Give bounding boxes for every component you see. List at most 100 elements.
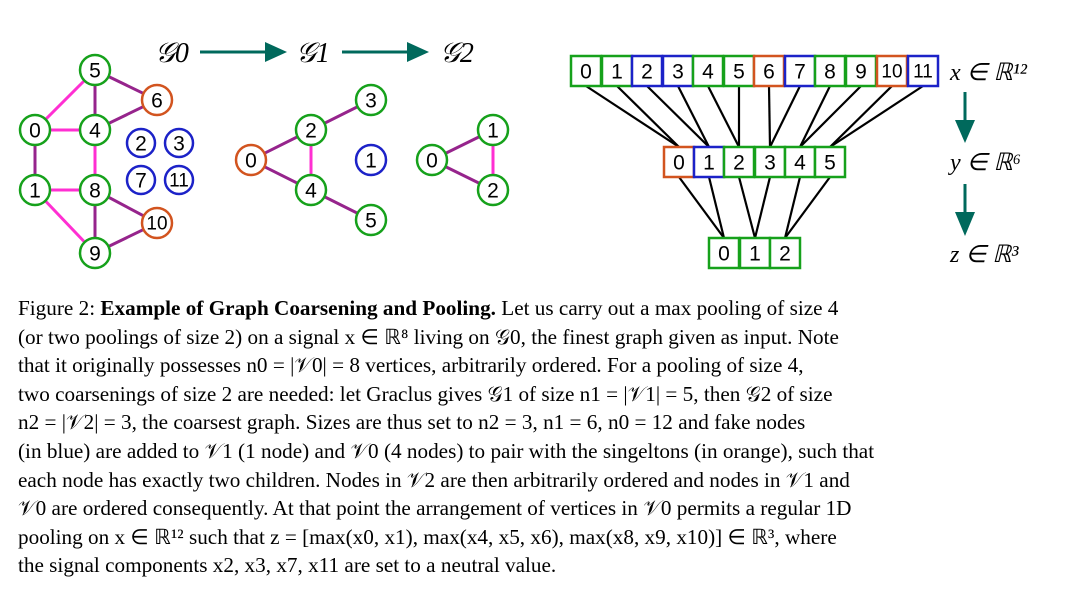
x-cell-8: 8 xyxy=(813,54,847,88)
x-cell-label: 0 xyxy=(580,61,592,84)
y-vector: 0 1 2 3 4 5 xyxy=(662,145,847,179)
g0-node-5: 5 xyxy=(78,53,112,87)
z-cell-label: 0 xyxy=(718,243,730,266)
x-cell-7: 7 xyxy=(783,54,817,88)
y-cell-label: 1 xyxy=(703,152,715,175)
g1-node-label: 5 xyxy=(365,210,377,233)
z-cell-label: 1 xyxy=(749,243,761,266)
figure-graph-coarsening: 5 6 0 4 2 3 7 11 1 8 10 9 𝒢0 𝒢1 𝒢2 3 2 0… xyxy=(18,38,1028,270)
g1-node-5: 5 xyxy=(354,203,388,237)
g1-label: 𝒢1 xyxy=(296,38,330,69)
y-cell-label: 5 xyxy=(824,152,836,175)
x-cell-label: 7 xyxy=(794,61,806,84)
x-cell-label: 11 xyxy=(913,62,933,83)
g0-node-label: 10 xyxy=(146,214,167,235)
x-cell-label: 3 xyxy=(672,61,684,84)
y-cell-label: 3 xyxy=(764,152,776,175)
g0-node-10: 10 xyxy=(140,206,174,240)
g0-node-8: 8 xyxy=(78,173,112,207)
g0-node-label: 0 xyxy=(29,120,41,143)
y-cell-3: 3 xyxy=(753,145,787,179)
x-cell-4: 4 xyxy=(691,54,725,88)
coarsening-arrow-1 xyxy=(200,42,287,62)
g2-node-label: 1 xyxy=(487,120,499,143)
pooling-connections xyxy=(585,85,924,239)
x-cell-label: 5 xyxy=(733,61,745,84)
g2-label: 𝒢2 xyxy=(440,38,474,69)
g2-node-1: 1 xyxy=(476,113,510,147)
g0-node-label: 11 xyxy=(169,171,189,192)
coarsening-arrow-2 xyxy=(342,42,429,62)
x-cell-3: 3 xyxy=(661,54,695,88)
caption-line: the signal components x2, x3, x7, x11 ar… xyxy=(18,553,557,578)
g0-node-3: 3 xyxy=(163,127,195,159)
g1-node-1: 1 xyxy=(354,143,388,177)
x-cell-label: 2 xyxy=(641,61,653,84)
g1-node-4: 4 xyxy=(294,173,328,207)
y-cell-label: 0 xyxy=(673,152,685,175)
g0-node-4: 4 xyxy=(78,113,112,147)
x-cell-9: 9 xyxy=(844,54,878,88)
g2-node-0: 0 xyxy=(415,143,449,177)
caption-line: pooling on x ∈ ℝ¹² such that z = [max(x0… xyxy=(18,524,837,549)
g1-nodes: 3 2 0 1 4 5 xyxy=(234,83,388,237)
caption-line: that it originally possesses n0 = |𝒱0| =… xyxy=(18,353,804,378)
caption-line: each node has exactly two children. Node… xyxy=(18,467,850,492)
figure-caption: Figure 2: Example of Graph Coarsening an… xyxy=(18,294,1058,580)
g0-node-label: 7 xyxy=(135,170,147,193)
g0-node-1: 1 xyxy=(18,173,52,207)
g0-label: 𝒢0 xyxy=(155,38,189,69)
y-cell-2: 2 xyxy=(722,145,756,179)
g0-node-6: 6 xyxy=(140,83,174,117)
g0-node-0: 0 xyxy=(18,113,52,147)
y-cell-4: 4 xyxy=(783,145,817,179)
caption-line: two coarsenings of size 2 are needed: le… xyxy=(18,381,833,406)
g1-node-3: 3 xyxy=(354,83,388,117)
x-cell-11: 11 xyxy=(906,54,940,88)
y-cell-label: 2 xyxy=(733,152,745,175)
g1-node-label: 4 xyxy=(305,180,317,203)
g1-node-2: 2 xyxy=(294,113,328,147)
caption-line: Figure 2: Example of Graph Coarsening an… xyxy=(18,296,839,320)
g2-nodes: 1 0 2 xyxy=(415,113,510,207)
pooling-arrow-1 xyxy=(955,92,975,143)
x-cell-1: 1 xyxy=(600,54,634,88)
caption-line: n2 = |𝒱2| = 3, the coarsest graph. Sizes… xyxy=(18,410,806,435)
g0-edges xyxy=(33,68,158,255)
y-cell-0: 0 xyxy=(662,145,696,179)
x-cell-10: 10 xyxy=(875,54,909,88)
y-cell-5: 5 xyxy=(813,145,847,179)
x-cell-0: 0 xyxy=(569,54,603,88)
y-cell-label: 4 xyxy=(794,152,806,175)
g0-nodes: 5 6 0 4 2 3 7 11 1 8 10 9 xyxy=(18,53,195,270)
g1-node-label: 0 xyxy=(245,150,257,173)
x-cell-label: 10 xyxy=(881,62,902,83)
g0-node-label: 6 xyxy=(151,90,163,113)
g1-node-label: 2 xyxy=(305,120,317,143)
x-cell-label: 1 xyxy=(611,61,623,84)
g0-node-7: 7 xyxy=(125,164,157,196)
x-cell-2: 2 xyxy=(630,54,664,88)
g1-node-label: 3 xyxy=(365,90,377,113)
g0-node-9: 9 xyxy=(78,236,112,270)
caption-title: Example of Graph Coarsening and Pooling. xyxy=(100,296,496,320)
g0-node-label: 4 xyxy=(89,120,101,143)
x-cell-label: 4 xyxy=(702,61,714,84)
z-cell-label: 2 xyxy=(779,243,791,266)
g2-node-label: 0 xyxy=(426,150,438,173)
y-cell-1: 1 xyxy=(692,145,726,179)
caption-line: (in blue) are added to 𝒱1 (1 node) and 𝒱… xyxy=(18,438,875,463)
z-cell-0: 0 xyxy=(707,236,741,270)
z-cell-1: 1 xyxy=(738,236,772,270)
y-vector-label: y ∈ ℝ⁶ xyxy=(948,150,1021,176)
g0-node-label: 2 xyxy=(135,133,147,156)
caption-label: Figure 2: xyxy=(18,296,96,320)
g0-node-11: 11 xyxy=(163,164,195,196)
g0-node-label: 5 xyxy=(89,60,101,83)
x-cell-6: 6 xyxy=(752,54,786,88)
g1-node-0: 0 xyxy=(234,143,268,177)
g1-node-label: 1 xyxy=(365,150,377,173)
x-cell-label: 9 xyxy=(855,61,867,84)
g0-node-label: 3 xyxy=(173,133,185,156)
g0-node-label: 1 xyxy=(29,180,41,203)
